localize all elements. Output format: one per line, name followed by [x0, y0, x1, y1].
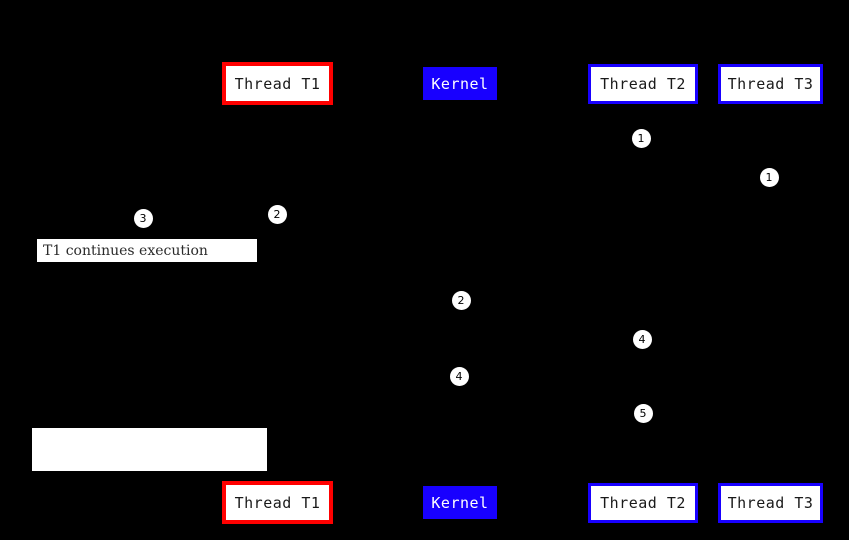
step-marker-2-kernel: 2 [451, 290, 471, 310]
participant-label: Thread T1 [234, 74, 321, 93]
step-marker-label: 4 [455, 369, 463, 383]
participant-label: Thread T3 [727, 494, 814, 512]
participant-thread-t1-bottom[interactable]: Thread T1 [222, 481, 333, 524]
step-marker-label: 4 [638, 332, 646, 346]
participant-thread-t2-top[interactable]: Thread T2 [588, 64, 698, 104]
step-marker-label: 3 [139, 211, 147, 225]
participant-thread-t2-bottom[interactable]: Thread T2 [588, 483, 698, 523]
step-marker-label: 1 [637, 131, 645, 145]
note-t1-continues-execution: T1 continues execution [36, 238, 258, 263]
participant-label: Thread T2 [600, 494, 686, 512]
participant-thread-t1-top[interactable]: Thread T1 [222, 62, 333, 105]
step-marker-label: 2 [457, 293, 465, 307]
participant-label: Thread T2 [600, 75, 686, 93]
note-blank-lower-left [32, 428, 267, 471]
lifeline-t1 [277, 105, 278, 481]
step-marker-4-kernel: 4 [449, 366, 469, 386]
participant-label: Thread T3 [727, 75, 814, 93]
step-marker-2-t1: 2 [267, 204, 287, 224]
step-marker-label: 5 [639, 406, 647, 420]
participant-label: Kernel [431, 493, 489, 512]
step-marker-1-t2: 1 [631, 128, 651, 148]
participant-label: Kernel [431, 74, 489, 93]
participant-thread-t3-bottom[interactable]: Thread T3 [718, 483, 823, 523]
step-marker-4-t2: 4 [632, 329, 652, 349]
note-text: T1 continues execution [43, 242, 208, 259]
step-marker-1-t3: 1 [759, 167, 779, 187]
participant-kernel-bottom[interactable]: Kernel [423, 486, 497, 519]
step-marker-3-t1: 3 [133, 208, 153, 228]
step-marker-label: 1 [765, 170, 773, 184]
lifeline-t2 [643, 104, 644, 483]
participant-thread-t3-top[interactable]: Thread T3 [718, 64, 823, 104]
participant-label: Thread T1 [234, 493, 321, 512]
participant-kernel-top[interactable]: Kernel [423, 67, 497, 100]
step-marker-label: 2 [273, 207, 281, 221]
step-marker-5-t2: 5 [633, 403, 653, 423]
lifeline-t3 [770, 104, 771, 483]
